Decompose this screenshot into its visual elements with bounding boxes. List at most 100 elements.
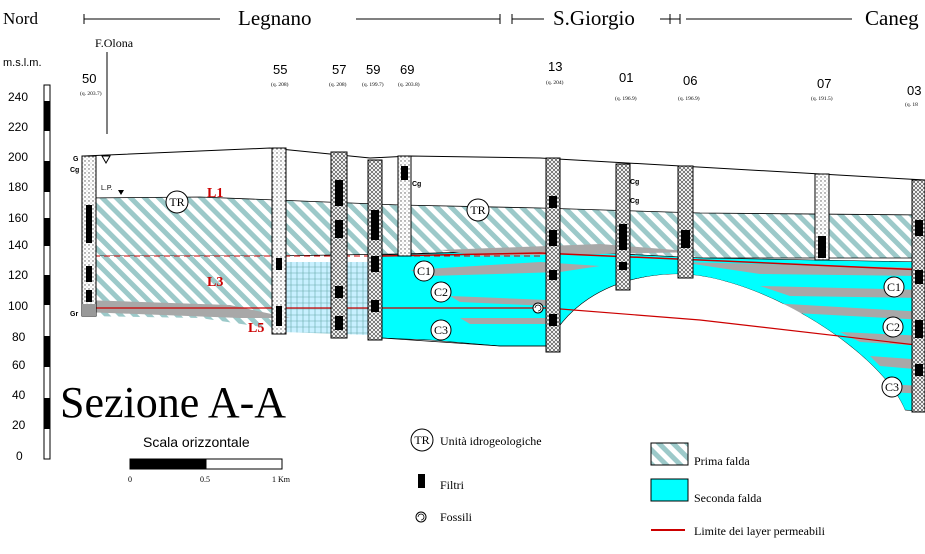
well-elevation: (q. 191.5) [811, 95, 833, 102]
fossil-icon [532, 302, 544, 314]
well-id: 69 [400, 62, 414, 77]
piezometric-level-label: L.P. [101, 185, 113, 192]
legend-first-aquifer-label: Prima falda [694, 454, 750, 468]
well-id: 50 [82, 71, 96, 86]
legend-first-aquifer-swatch [650, 442, 689, 466]
town-san-giorgio: S.Giorgio [553, 6, 635, 30]
well-elevation: (q. 18 [905, 101, 918, 108]
unit-label: C3 [885, 380, 899, 394]
well-elevation: (q. 196.9) [615, 95, 637, 102]
well-column [397, 155, 412, 257]
strata-code: Cg [630, 198, 639, 205]
well-id: 59 [366, 62, 380, 77]
axis-tick-label: 20 [12, 418, 26, 432]
well-id: 55 [273, 62, 287, 77]
unit-label: C3 [434, 323, 448, 337]
section-title: Sezione A-A [60, 378, 286, 427]
scale-label: 0.5 [200, 475, 210, 484]
well-id: 03 [907, 83, 921, 98]
legend-unit-symbol: TR [414, 433, 429, 447]
well-column [615, 163, 631, 291]
scale-bar [129, 458, 283, 470]
axis-tick-label: 200 [8, 150, 28, 164]
strata-code: Cg [412, 181, 421, 188]
well-elevation: (q. 208) [329, 81, 347, 88]
well-column [271, 147, 287, 335]
elevation-bar [43, 84, 51, 460]
well-id: 06 [683, 73, 697, 88]
well-elevation: (q. 196.9) [678, 95, 700, 102]
ground-level-marker-icon [101, 155, 111, 165]
legend-filters-label: Filtri [440, 478, 465, 492]
legend-fossils-label: Fossili [440, 510, 473, 524]
unit-circle [881, 376, 903, 398]
axis-tick-label: 220 [8, 120, 28, 134]
scale-label: 1 Km [272, 475, 291, 484]
second-aquifer-bottom [381, 337, 548, 347]
axis-tick-label: 240 [8, 90, 28, 104]
axis-tick-label: 40 [12, 388, 26, 402]
legend-second-aquifer-swatch [650, 478, 689, 502]
legend-unit-icon [410, 428, 434, 452]
well-id: 13 [548, 59, 562, 74]
strata-code: Cg [630, 179, 639, 186]
well-id: 01 [619, 70, 633, 85]
unit-label: C2 [886, 320, 900, 334]
legend-fossil-icon [415, 511, 427, 523]
legend-second-aquifer-label: Seconda falda [694, 491, 762, 505]
legend-limit-label: Limite dei layer permeabili [694, 524, 826, 538]
unit-circle [430, 281, 452, 303]
scale-title: Scala orizzontale [143, 434, 250, 450]
well-column [677, 165, 694, 279]
strata-code: Gr [70, 311, 78, 318]
well-elevation: (q. 203.7) [80, 90, 102, 97]
legend: TR Unità idrogeologiche Filtri Fossili P… [410, 428, 826, 538]
well-id: 57 [332, 62, 346, 77]
well-elevation: (q. 208) [271, 81, 289, 88]
strata-code: Cg [70, 167, 79, 174]
unit-circle [882, 316, 904, 338]
well-column [911, 179, 925, 413]
axis-tick-label: 160 [8, 211, 28, 225]
town-canegrate: Caneg [865, 6, 919, 30]
unit-circle [883, 276, 905, 298]
town-legnano: Legnano [238, 6, 311, 30]
well-id: 07 [817, 76, 831, 91]
unit-label: C1 [417, 264, 431, 278]
water-level-icon [118, 190, 124, 195]
axis-tick-label: 180 [8, 180, 28, 194]
river-label: F.Olona [95, 36, 134, 50]
legend-units-label: Unità idrogeologiche [440, 434, 542, 448]
mixed-lens [282, 262, 370, 335]
layer-label: L3 [207, 275, 223, 290]
well-column [81, 155, 97, 317]
axis-tick-label: 60 [12, 358, 26, 372]
strata-code: G [73, 156, 79, 163]
axis-tick-label: 140 [8, 238, 28, 252]
unit-label: TR [169, 195, 184, 209]
unit-circle [466, 198, 490, 222]
axis-tick-label: 0 [16, 449, 23, 463]
unit-label: C2 [434, 285, 448, 299]
header-extent-lines [83, 14, 852, 24]
well-elevation: (q. 204) [546, 79, 564, 86]
legend-filter-icon [418, 474, 425, 488]
well-column [330, 151, 348, 339]
axis-tick-label: 120 [8, 268, 28, 282]
ground-surface [83, 147, 925, 181]
well-column [814, 173, 830, 261]
unit-label: C1 [887, 280, 901, 294]
unit-circle [413, 260, 435, 282]
well-column [545, 157, 561, 353]
axis-tick-label: 80 [12, 330, 26, 344]
layer-label: L1 [207, 186, 223, 201]
axis-tick-label: 100 [8, 299, 28, 313]
unit-circle [430, 319, 452, 341]
axis-unit: m.s.l.m. [3, 57, 42, 69]
well-column [367, 159, 383, 341]
first-aquifer-area-west [84, 256, 282, 330]
unit-circle [165, 190, 189, 214]
unit-label: TR [470, 203, 485, 217]
layer-label: L5 [248, 321, 264, 336]
